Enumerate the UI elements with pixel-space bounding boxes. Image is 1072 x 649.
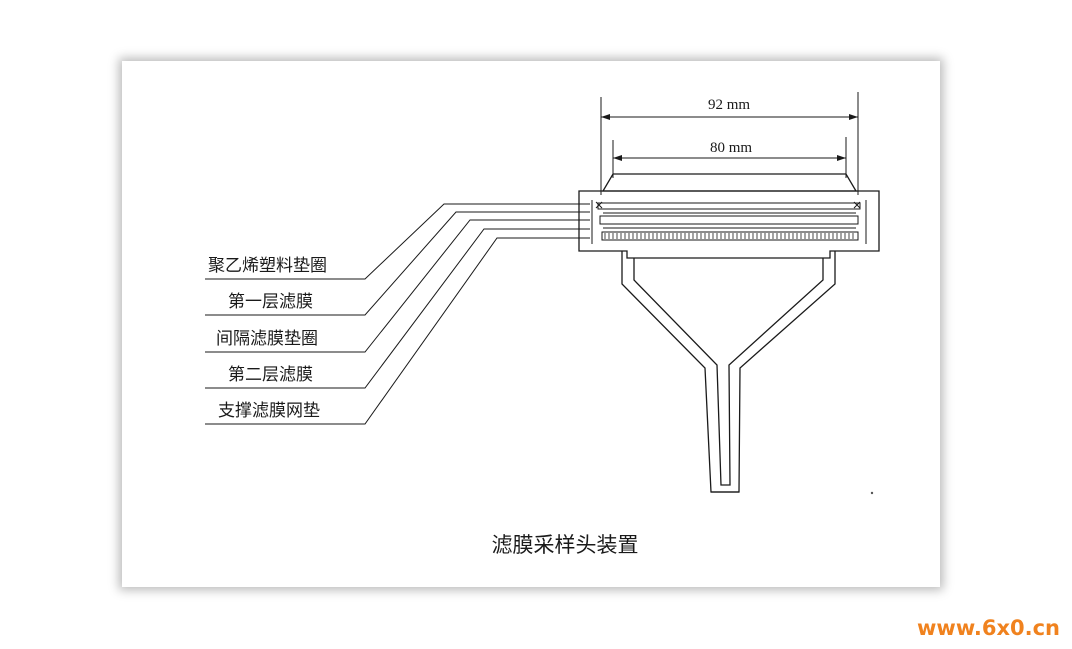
label-first-membrane: 第一层滤膜 xyxy=(228,292,313,312)
leader-lines xyxy=(205,203,590,425)
label-pe-gasket: 聚乙烯塑料垫圈 xyxy=(208,256,327,276)
figure-caption: 滤膜采样头装置 xyxy=(492,533,639,557)
dimension-inner: 80 mm xyxy=(612,137,847,178)
dimension-outer: 92 mm xyxy=(600,92,859,195)
part-labels: 聚乙烯塑料垫圈 第一层滤膜 间隔滤膜垫圈 第二层滤膜 支撑滤膜网垫 xyxy=(208,256,327,421)
sampler-head xyxy=(578,173,880,259)
speck xyxy=(870,491,874,495)
dimension-inner-label: 80 mm xyxy=(710,140,752,156)
label-spacer-gasket: 间隔滤膜垫圈 xyxy=(216,329,318,349)
dimension-outer-label: 92 mm xyxy=(708,97,750,113)
support-mesh xyxy=(604,233,854,239)
label-support-mesh: 支撑滤膜网垫 xyxy=(218,401,320,421)
figure-card xyxy=(122,61,940,587)
funnel xyxy=(621,251,836,493)
watermark: www.6x0.cn xyxy=(917,616,1060,640)
label-second-membrane: 第二层滤膜 xyxy=(228,365,313,385)
